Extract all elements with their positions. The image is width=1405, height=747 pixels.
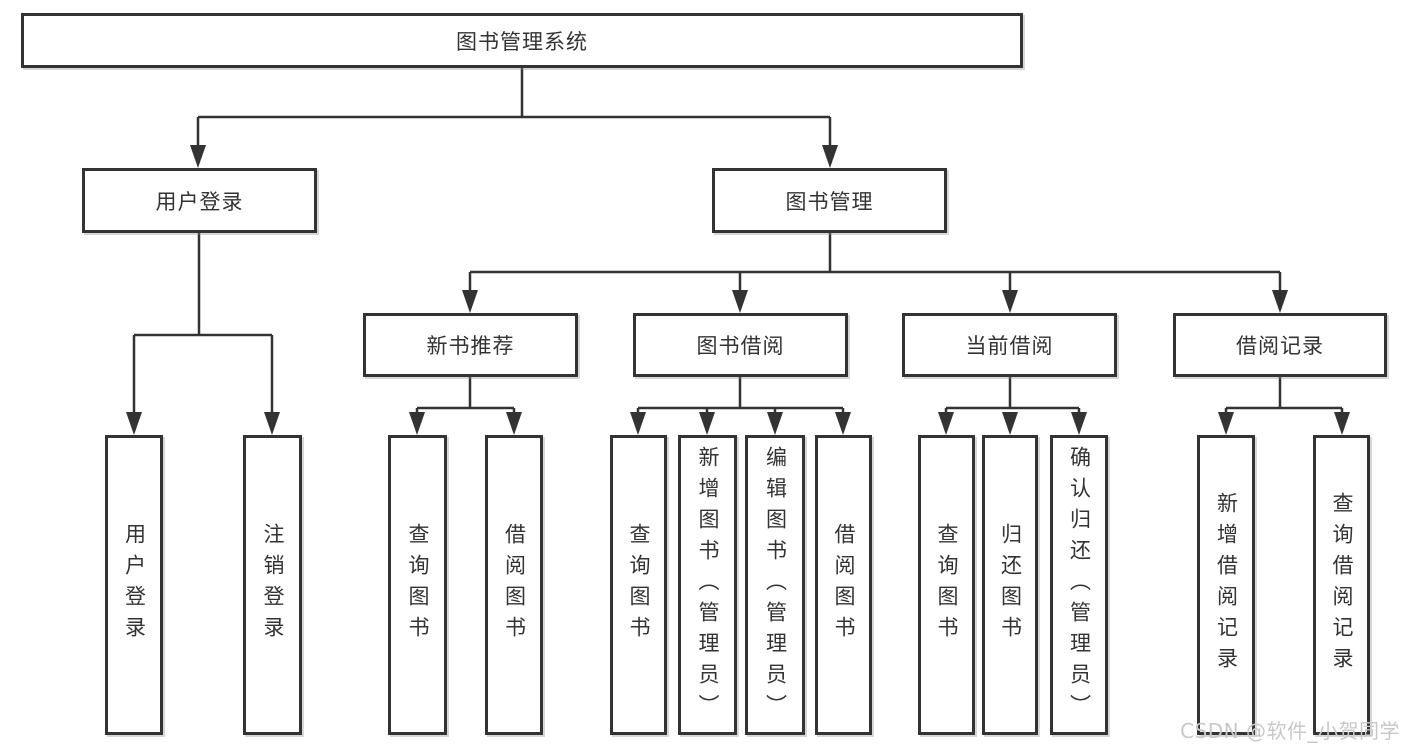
- leaf-borrow-books: 借阅图书: [815, 435, 872, 735]
- leaf-query-borrow-record: 查询借阅记录: [1313, 435, 1370, 735]
- node-borrowing-records: 借阅记录: [1173, 313, 1387, 377]
- leaf-logout-login: 注销登录: [243, 435, 302, 735]
- node-book-borrowing: 图书借阅: [633, 313, 848, 377]
- leaf-add-books-admin: 新增图书（管理员）: [678, 435, 737, 735]
- node-user-login: 用户登录: [82, 168, 317, 233]
- leaf-query-books-recommend: 查询图书: [388, 435, 447, 735]
- leaf-query-books-current: 查询图书: [918, 435, 975, 735]
- node-current-borrowing: 当前借阅: [902, 313, 1117, 377]
- leaf-add-borrow-record: 新增借阅记录: [1197, 435, 1255, 735]
- leaf-edit-books-admin: 编辑图书（管理员）: [745, 435, 805, 735]
- csdn-watermark: CSDN @软件_小贺同学: [1180, 719, 1400, 743]
- node-new-book-recommend: 新书推荐: [363, 313, 578, 377]
- node-root: 图书管理系统: [21, 13, 1023, 68]
- leaf-user-login: 用户登录: [105, 435, 163, 735]
- arrowheads: [126, 145, 1350, 435]
- node-book-management: 图书管理: [712, 168, 947, 233]
- leaf-confirm-return-admin: 确认归还（管理员）: [1050, 435, 1108, 735]
- leaf-borrow-books-recommend: 借阅图书: [485, 435, 543, 735]
- leaf-query-books-borrowing: 查询图书: [610, 435, 667, 735]
- leaf-return-books: 归还图书: [982, 435, 1038, 735]
